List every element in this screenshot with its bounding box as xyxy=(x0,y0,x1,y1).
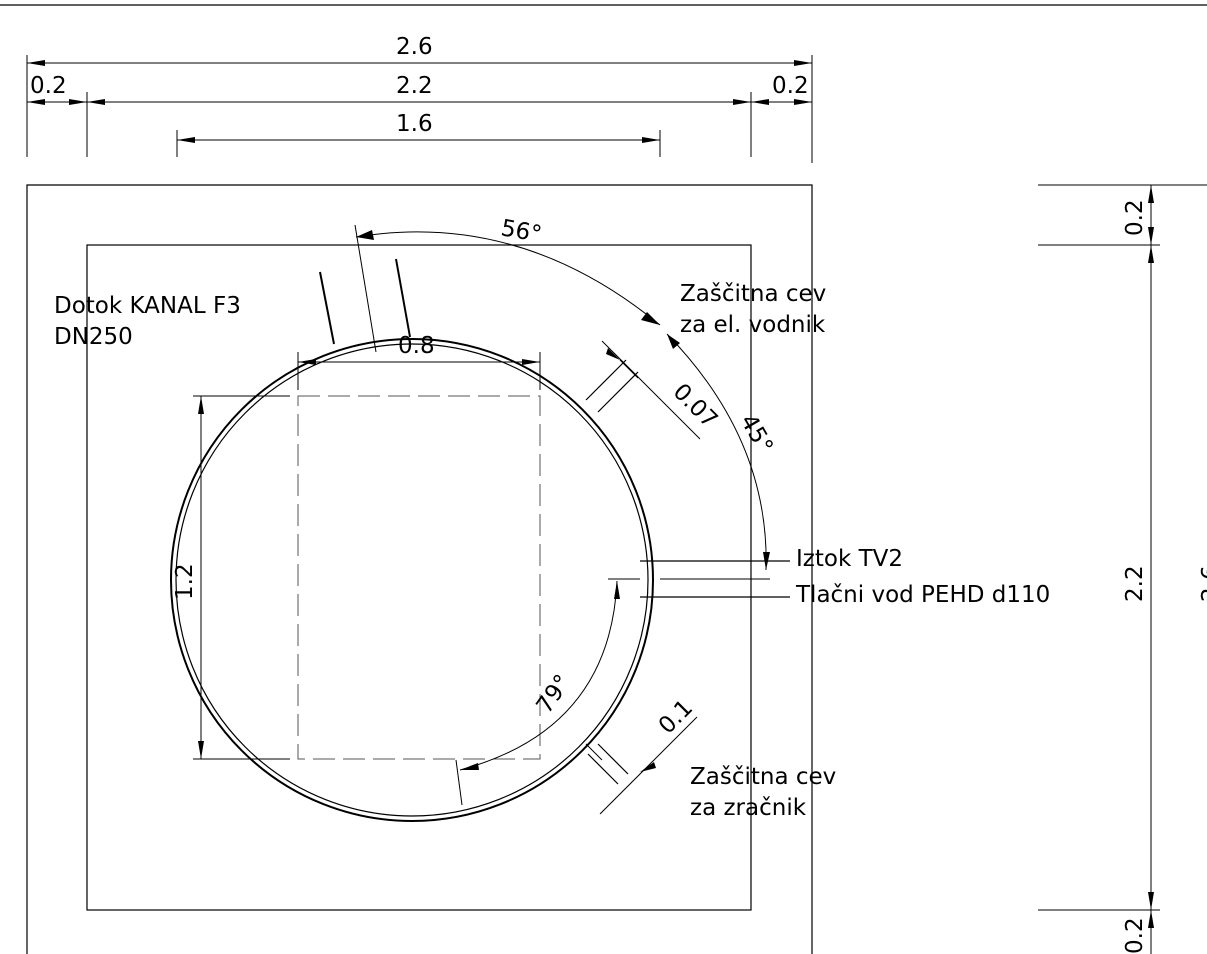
upper-protective-pipe: 0.07 xyxy=(585,340,723,440)
top-dimensions: 2.6 2.2 0.2 0.2 1.6 xyxy=(26,34,813,163)
lower-protective-pipe: 0.1 xyxy=(585,695,698,815)
inflow-label-line2: DN250 xyxy=(54,324,133,350)
protective-lower-line2: za zračnik xyxy=(690,795,807,821)
hatch-height-dimension: 1.2 xyxy=(172,395,290,760)
dim-right-overall: 2.6 xyxy=(1198,565,1207,602)
angle-bottom-label: 79° xyxy=(532,670,577,718)
angle-right-label: 45° xyxy=(735,410,778,458)
right-dimensions: 0.2 2.2 0.2 2.6 xyxy=(1038,184,1207,954)
inflow-label-line1: Dotok KANAL F3 xyxy=(54,293,241,319)
upper-pipe-thickness: 0.07 xyxy=(668,379,723,434)
dim-right-middle: 2.2 xyxy=(1122,565,1148,602)
outer-wall-outline xyxy=(26,184,813,954)
hatch-opening-dashed xyxy=(297,395,541,760)
dim-overall-width: 2.6 xyxy=(396,34,433,60)
outflow-label-line2: Tlačni vod PEHD d110 xyxy=(795,582,1050,608)
angle-right-arc: 45° xyxy=(666,333,778,571)
dim-hatch-inner-width: 0.8 xyxy=(398,333,435,359)
protective-lower-line1: Zaščitna cev xyxy=(690,764,836,790)
angle-bottom-arc: 79° xyxy=(455,580,620,806)
inflow-pipe xyxy=(319,224,411,353)
dim-right-top: 0.2 xyxy=(1122,199,1148,236)
hatch-inner-dimension: 0.8 xyxy=(297,333,541,390)
angle-top-arc: 56° xyxy=(355,215,661,326)
inner-wall-outline xyxy=(86,244,752,911)
dim-right-bottom: 0.2 xyxy=(1122,917,1148,954)
outflow-label-line1: Iztok TV2 xyxy=(796,546,903,572)
dim-inner-width: 2.2 xyxy=(396,73,433,99)
lower-pipe-thickness: 0.1 xyxy=(654,695,698,739)
dim-hatch-height: 1.2 xyxy=(172,563,198,600)
dim-wall-right: 0.2 xyxy=(772,73,809,99)
protective-upper-line1: Zaščitna cev xyxy=(680,281,826,307)
manhole-circle xyxy=(170,338,654,822)
dim-hatch-width: 1.6 xyxy=(396,111,433,137)
protective-upper-line2: za el. vodnik xyxy=(680,312,826,338)
dim-wall-left: 0.2 xyxy=(30,73,67,99)
outflow-pipe xyxy=(608,560,790,598)
